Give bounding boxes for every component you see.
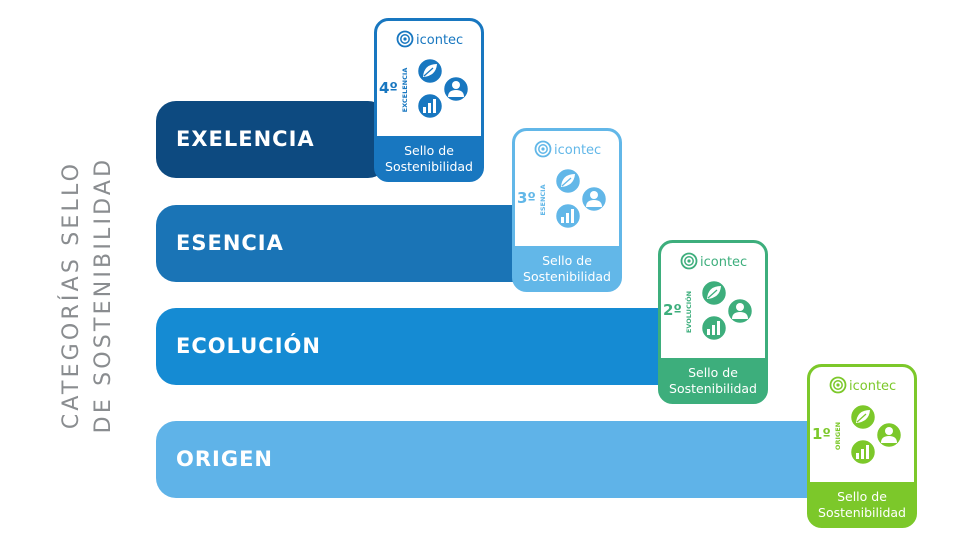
sustainability-icons: [415, 56, 471, 121]
category-bar-excelencia: EXELENCIA: [156, 101, 388, 178]
category-label: EXELENCIA: [176, 127, 315, 151]
sustainability-icons: [848, 402, 904, 467]
seal-line2: Sostenibilidad: [523, 269, 611, 284]
badge-category-word: ESENCIA: [539, 184, 547, 215]
category-bar-evolucion: ECOLUCIÓN: [156, 308, 682, 385]
seal-line2: Sostenibilidad: [818, 505, 906, 520]
side-title-line2: DE SOSTENIBILIDAD: [91, 157, 116, 434]
sustainability-icons: [699, 278, 755, 343]
bar-chart-icon: [423, 99, 436, 113]
seal-line1: Sello de: [688, 365, 738, 380]
seal-line1: Sello de: [404, 143, 454, 158]
sustainability-icons: [553, 166, 609, 231]
badge-footer: [659, 358, 767, 403]
bar-chart-icon: [707, 321, 720, 335]
side-title: CATEGORÍAS SELLO DE SOSTENIBILIDAD: [52, 150, 116, 440]
brand-name: icontec: [849, 379, 896, 394]
brand-name: icontec: [700, 255, 747, 270]
badge-category-word: EVOLUCIÓN: [684, 291, 693, 333]
seal-line1: Sello de: [837, 489, 887, 504]
icontec-logo-icon: [829, 376, 847, 394]
brand-name: icontec: [416, 33, 463, 48]
category-bar-esencia: ESENCIA: [156, 205, 536, 282]
badge-footer: [375, 136, 483, 181]
badge-category-word: EXCELENCIA: [401, 68, 409, 113]
brand-name: icontec: [554, 143, 601, 158]
icontec-logo-icon: [396, 30, 414, 48]
person-icon: [586, 191, 602, 207]
category-label: ECOLUCIÓN: [176, 334, 321, 358]
person-icon: [448, 81, 464, 97]
level-number: 2º: [663, 301, 682, 319]
bar-chart-icon: [561, 209, 574, 223]
level-number: 4º: [379, 79, 398, 97]
level-number: 3º: [517, 189, 536, 207]
seal-line2: Sostenibilidad: [385, 159, 473, 174]
category-label: ORIGEN: [176, 447, 273, 471]
category-label: ESENCIA: [176, 231, 284, 255]
seal-line1: Sello de: [542, 253, 592, 268]
badge-footer: [513, 246, 621, 291]
person-icon: [732, 303, 748, 319]
badge-category-word: ORIGEN: [834, 422, 842, 450]
category-bar-origen: ORIGEN: [156, 421, 832, 498]
side-title-line1: CATEGORÍAS SELLO: [58, 161, 84, 429]
icontec-logo-icon: [680, 252, 698, 270]
level-number: 1º: [812, 425, 831, 443]
icontec-logo-icon: [534, 140, 552, 158]
bar-chart-icon: [856, 445, 869, 459]
seal-line2: Sostenibilidad: [669, 381, 757, 396]
badge-footer: [808, 482, 916, 527]
person-icon: [881, 427, 897, 443]
